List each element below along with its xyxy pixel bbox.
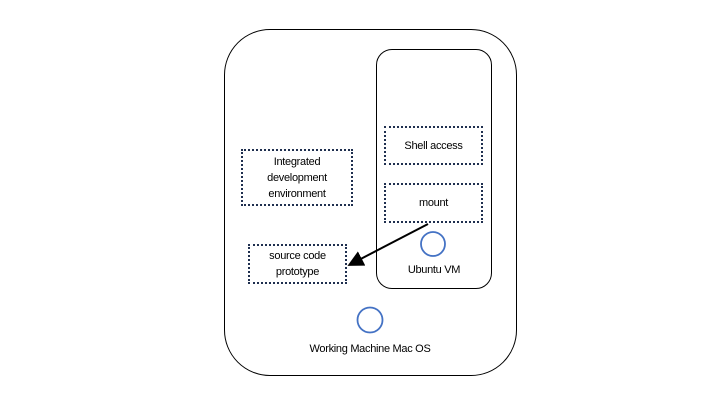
shell-access-label: Shell access xyxy=(404,139,463,152)
source-code-label: source code prototype xyxy=(269,250,326,278)
mount-to-source-arrow xyxy=(347,223,429,266)
host-node-circle xyxy=(356,306,384,334)
vm-label: Ubuntu VM xyxy=(407,264,461,276)
source-code-box: source code prototype xyxy=(248,244,347,284)
mount-box: mount xyxy=(384,183,483,223)
vm-node-circle xyxy=(420,231,446,257)
shell-access-box: Shell access xyxy=(384,126,483,165)
ubuntu-vm-container xyxy=(376,49,492,289)
ide-box: Integrated development environment xyxy=(241,149,353,206)
ide-label: Integrated development environment xyxy=(267,155,327,200)
host-label: Working Machine Mac OS xyxy=(309,343,431,355)
mount-label: mount xyxy=(418,197,449,209)
working-machine-container xyxy=(224,29,517,376)
